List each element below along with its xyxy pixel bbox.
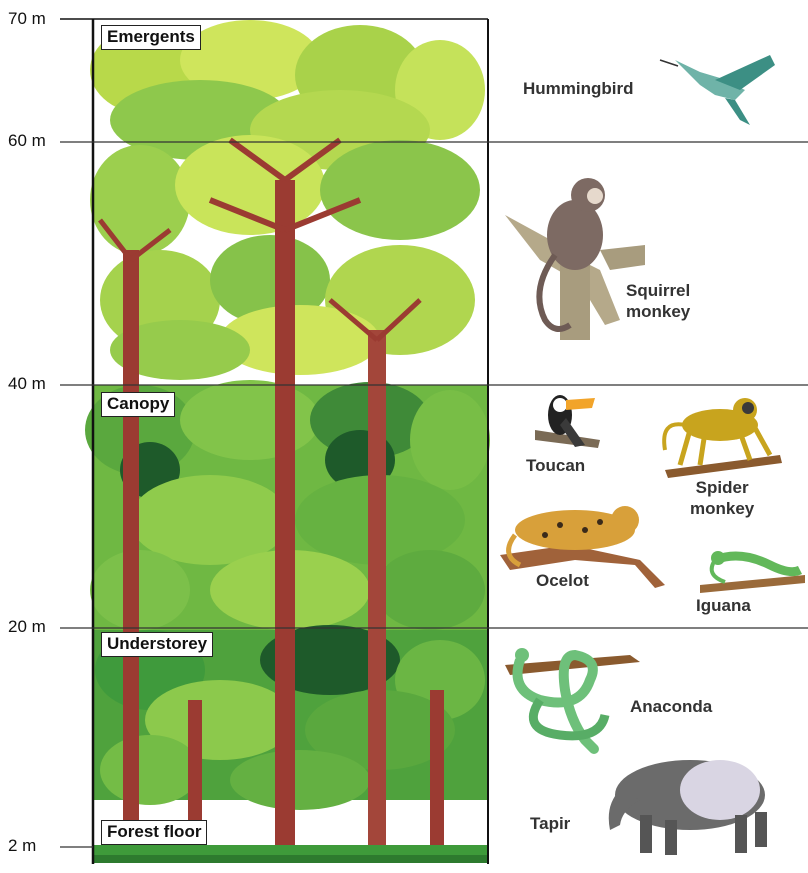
forest-illustration [85, 19, 490, 864]
tick-40m: 40 m [8, 374, 46, 394]
label-ocelot: Ocelot [536, 570, 589, 591]
label-toucan: Toucan [526, 455, 585, 476]
label-squirrel-monkey-line2: monkey [626, 301, 690, 322]
label-squirrel-monkey-line1: Squirrel [626, 280, 690, 301]
iguana-illustration [700, 551, 805, 593]
squirrel-monkey-illustration [505, 178, 645, 340]
anaconda-illustration [505, 648, 640, 749]
forest-floor-grass [93, 845, 488, 863]
label-spider-monkey-line2: monkey [690, 498, 754, 519]
label-spider-monkey-line1: Spider [690, 477, 754, 498]
hummingbird-illustration [660, 55, 775, 125]
toucan-illustration [535, 395, 600, 448]
tapir-illustration [609, 760, 767, 855]
label-tapir: Tapir [530, 813, 570, 834]
label-squirrel-monkey: Squirrel monkey [626, 280, 690, 322]
tick-20m: 20 m [8, 617, 46, 637]
layer-label-canopy: Canopy [101, 392, 175, 417]
tick-70m: 70 m [8, 9, 46, 29]
tick-60m: 60 m [8, 131, 46, 151]
label-hummingbird: Hummingbird [523, 78, 634, 99]
layer-label-understorey: Understorey [101, 632, 213, 657]
tick-2m: 2 m [8, 836, 36, 856]
label-spider-monkey: Spider monkey [690, 477, 754, 519]
label-iguana: Iguana [696, 595, 751, 616]
layer-label-forest-floor: Forest floor [101, 820, 207, 845]
layer-label-emergents: Emergents [101, 25, 201, 50]
spider-monkey-illustration [664, 398, 782, 478]
label-anaconda: Anaconda [630, 696, 712, 717]
